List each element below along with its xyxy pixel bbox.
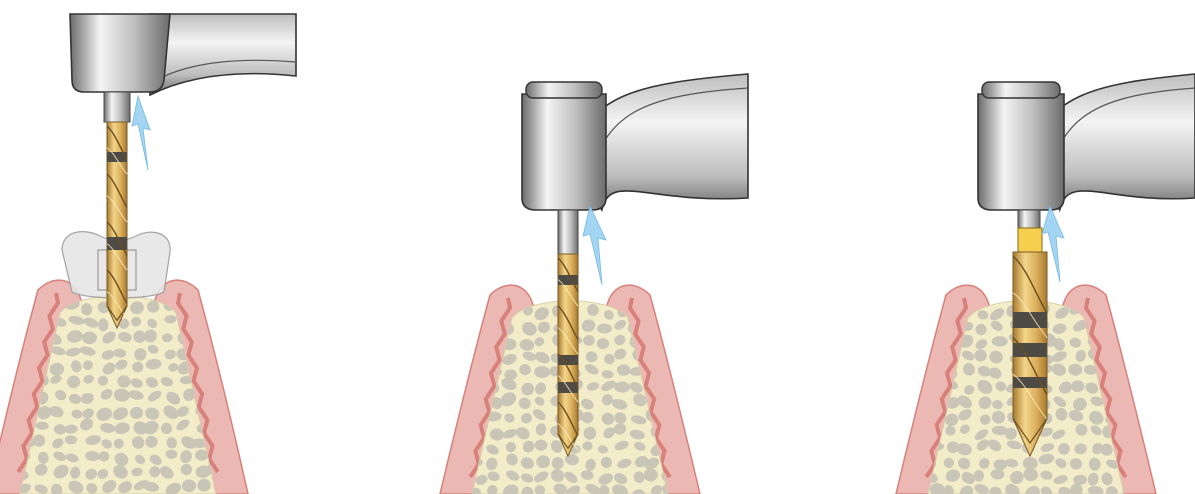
trabecular-space [1116, 320, 1133, 337]
wide-drill [1013, 252, 1047, 456]
handpiece-head [978, 94, 1064, 210]
drill-collar [1018, 228, 1042, 252]
panel-pilot-drill [430, 0, 800, 494]
panel-wide-drill [880, 0, 1195, 494]
trabecular-space [33, 434, 46, 446]
water-spray-jet [132, 96, 150, 170]
water-spray-jet [583, 206, 606, 285]
panel-pilot-drill-with-guide [0, 0, 400, 494]
handpiece [70, 14, 296, 122]
trabecular-space [993, 459, 1007, 470]
drill-depth-band [1013, 312, 1047, 328]
handpiece [522, 74, 748, 254]
handpiece-neck [150, 14, 296, 95]
trabecular-space [1118, 304, 1135, 318]
pilot-drill [107, 122, 127, 328]
handpiece-head-cap [526, 82, 602, 98]
handpiece [978, 74, 1195, 230]
handpiece-head [522, 94, 606, 210]
trabecular-space [469, 303, 481, 315]
trabecular-space [924, 302, 942, 317]
trabecular-space [208, 311, 225, 327]
drill-shank [1018, 210, 1040, 230]
trabecular-space [662, 323, 676, 336]
handpiece-head-cap [982, 82, 1060, 98]
trabecular-space [665, 306, 682, 322]
trabecular-space [82, 332, 97, 345]
handpiece-head [70, 14, 170, 92]
pilot-drill [558, 254, 578, 456]
trabecular-space [1120, 337, 1135, 352]
drill-depth-band [107, 237, 127, 250]
drill-shank [558, 210, 578, 254]
drill-depth-band [558, 275, 578, 285]
drill-depth-band [1013, 343, 1047, 357]
drill-shank [104, 92, 130, 122]
trabecular-space [210, 300, 223, 312]
